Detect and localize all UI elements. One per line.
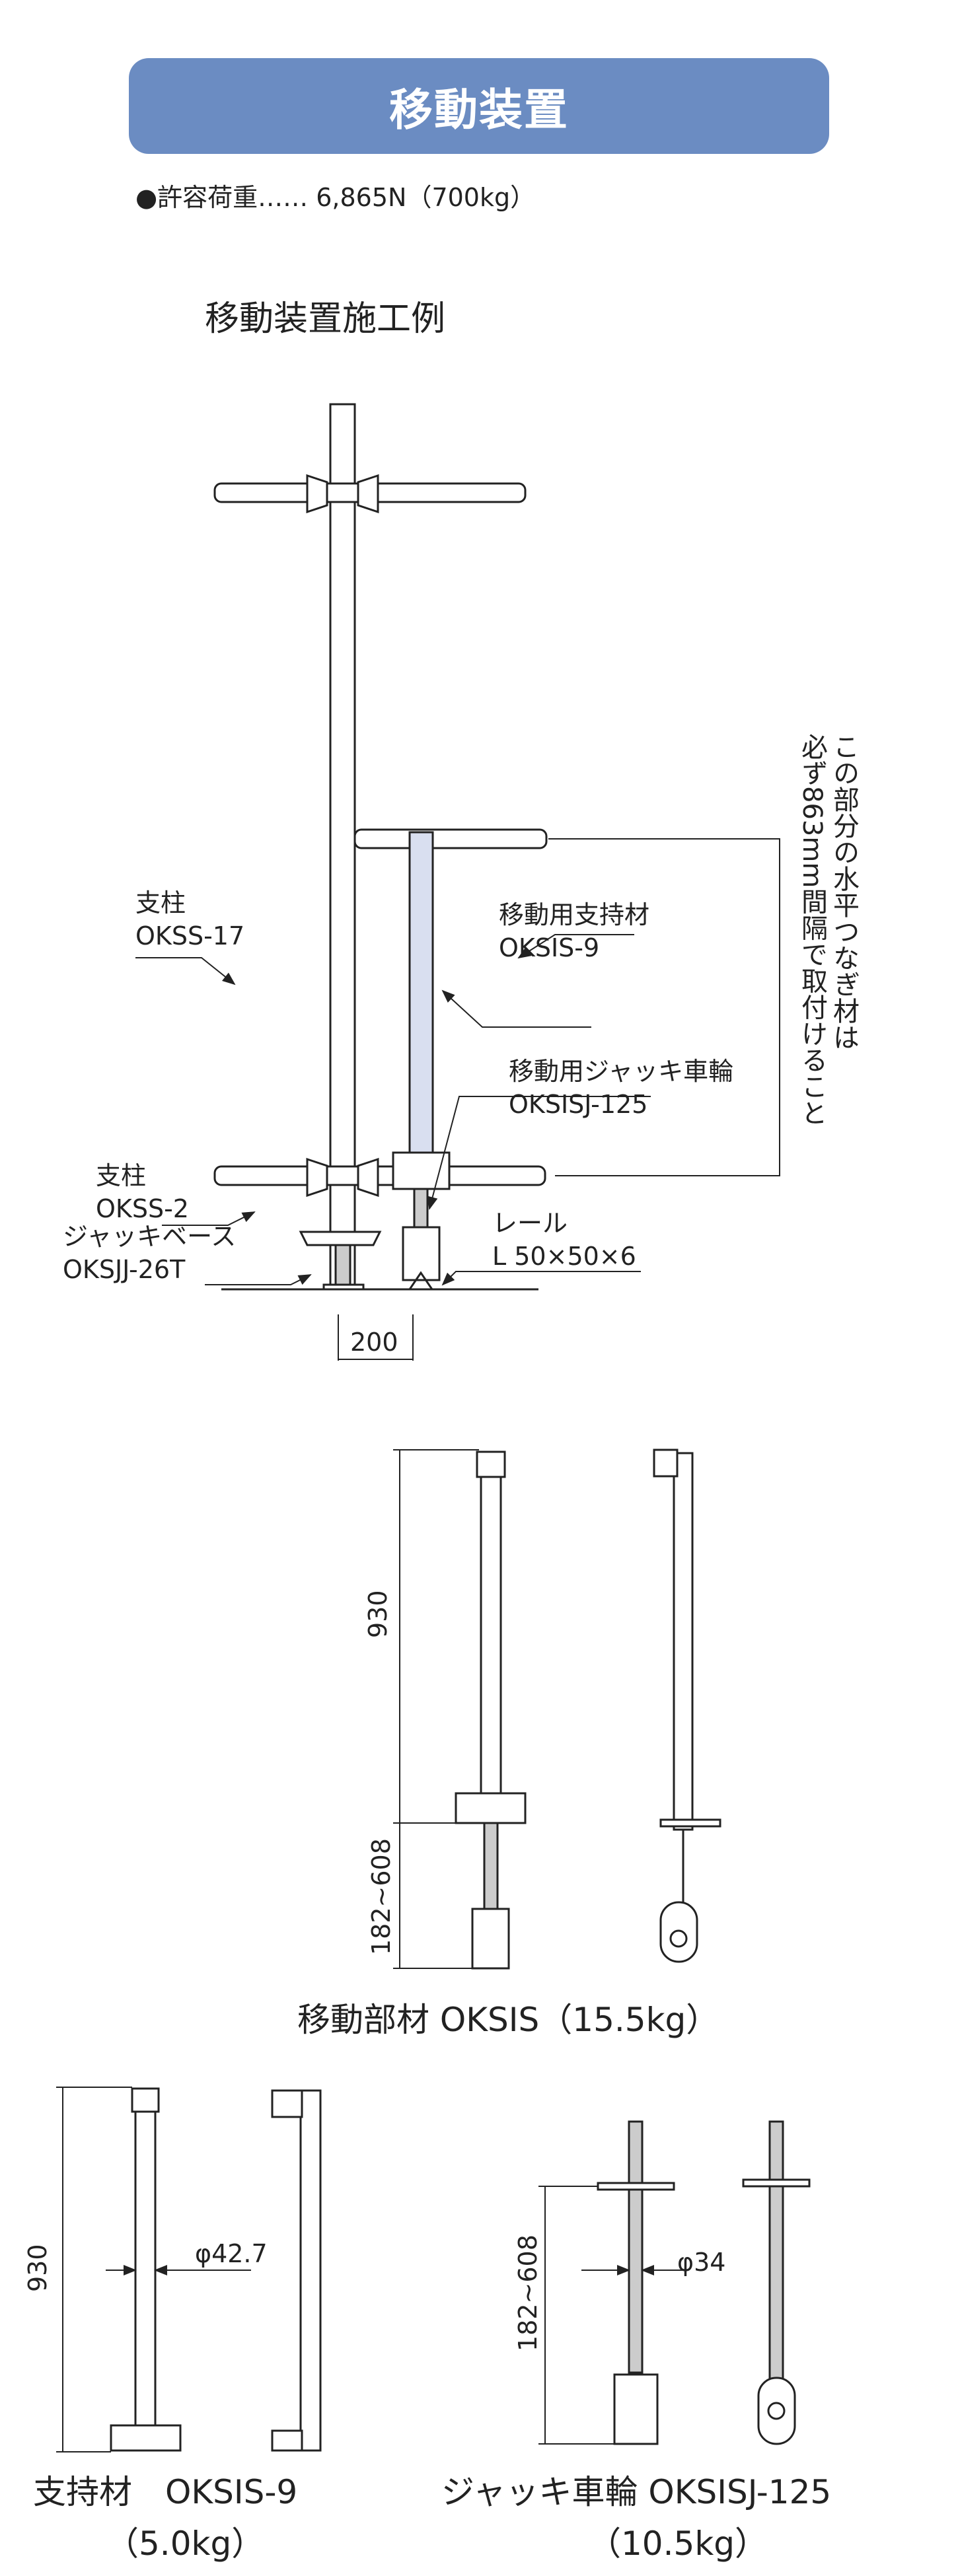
oksisj-caption: ジャッキ車輪 OKSISJ-125 — [441, 2473, 831, 2511]
oksisj-diameter: φ34 — [677, 2248, 725, 2277]
example-title: 移動装置施工例 — [205, 299, 446, 339]
oksis9-drawing — [56, 2087, 322, 2452]
label-rail-name: レール — [492, 1209, 568, 1238]
jack-base-handle — [299, 1231, 382, 1246]
oksis9-dim-length: 930 — [23, 2244, 52, 2292]
oksisj-dim-range: 182~608 — [513, 2235, 542, 2351]
section-title: 移動装置 — [389, 84, 569, 135]
oksisj-weight: （10.5kg） — [588, 2524, 768, 2563]
oksis9-caption: 支持材 OKSIS-9 — [33, 2473, 297, 2511]
label-jackbase-code: OKSJJ-26T — [63, 1255, 186, 1284]
spacing-note: この部分の水平つなぎ材は 必ず863mm間隔で取付けること — [797, 733, 859, 1126]
label-jackbase-name: ジャッキベース — [63, 1222, 236, 1251]
label-support-code: OKSIS-9 — [499, 933, 599, 962]
dim-200: 200 — [350, 1328, 398, 1357]
label-wheel-name: 移動用ジャッキ車輪 — [509, 1057, 733, 1086]
label-support-name: 移動用支持材 — [499, 900, 649, 929]
support-bracket — [392, 1151, 451, 1190]
wheel-screw — [413, 1188, 429, 1230]
jack-base-screw — [334, 1244, 351, 1287]
label-rail-code: L 50×50×6 — [492, 1242, 636, 1271]
label-post2-name: 支柱 — [96, 1161, 146, 1190]
post-okss-17 — [329, 403, 356, 1291]
middle-ledger — [353, 828, 548, 849]
label-post17-code: OKSS-17 — [135, 921, 244, 950]
example-labels: 支柱 OKSS-17 移動用支持材 OKSIS-9 移動用ジャッキ車輪 OKSI… — [63, 888, 733, 1357]
label-post2-code: OKSS-2 — [96, 1194, 189, 1223]
wheel-caster — [402, 1226, 441, 1281]
bottom-ledger — [213, 1165, 546, 1186]
support-okssis-9 — [408, 831, 434, 1157]
oksis9-weight: （5.0kg） — [106, 2524, 264, 2563]
installation-example-drawing — [135, 403, 780, 1361]
label-post17-name: 支柱 — [135, 888, 186, 917]
oksis-drawing — [393, 1449, 721, 1970]
allowable-load-spec: ●許容荷重…… 6,865N（700kg） — [135, 183, 536, 212]
oksis9-diameter: φ42.7 — [195, 2239, 268, 2268]
section-header: 移動装置 — [129, 58, 829, 154]
clamp-bottom — [306, 1157, 379, 1198]
oksis-dim-length: 930 — [363, 1590, 392, 1638]
oksis-caption: 移動部材 OKSIS（15.5kg） — [297, 2001, 719, 2039]
clamp-top — [306, 474, 379, 514]
oksis-dim-range: 182~608 — [367, 1838, 396, 1955]
label-wheel-code: OKSISJ-125 — [509, 1090, 647, 1119]
oksisj-drawing — [538, 2120, 811, 2445]
